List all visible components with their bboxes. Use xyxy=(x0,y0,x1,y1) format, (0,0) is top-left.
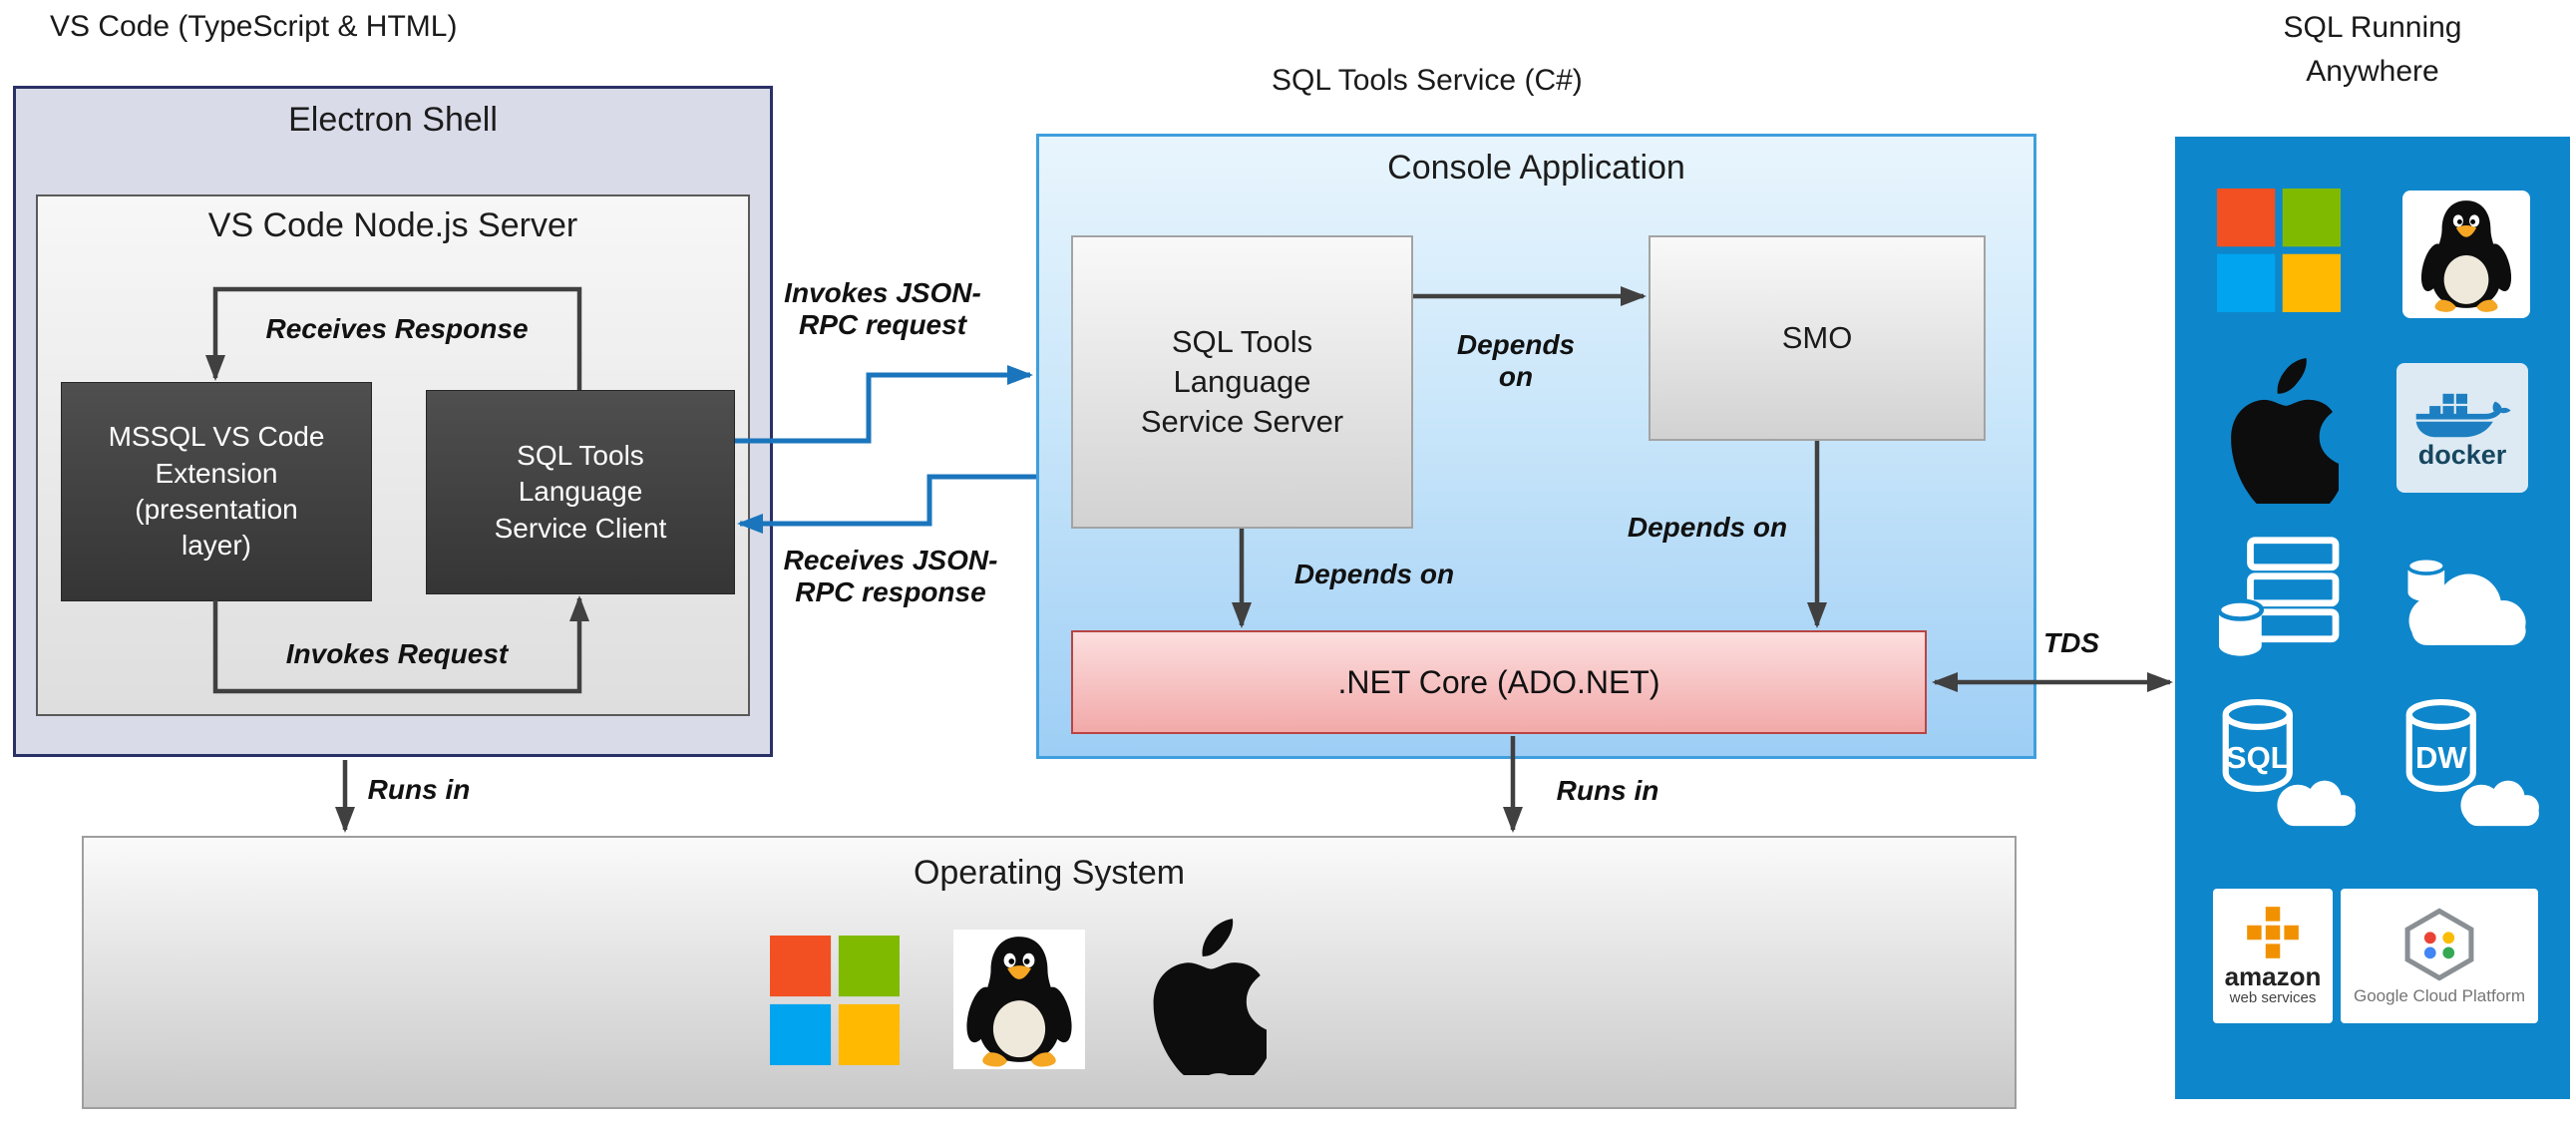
windows-logo-icon xyxy=(2217,189,2341,312)
invokes-request-label: Invokes Request xyxy=(285,638,509,669)
sql-running-anywhere-label: SQL Running Anywhere xyxy=(2283,11,2462,88)
linux-tux-icon xyxy=(2402,190,2530,318)
mssql-extension-box: MSSQL VS Code Extension (presentation la… xyxy=(61,382,372,601)
sql-tools-service-section-label: SQL Tools Service (C#) xyxy=(1272,64,1583,97)
gcp-hexagon-icon xyxy=(2404,907,2474,981)
invokes-rpc-label: Invokes JSON- RPC request xyxy=(784,277,981,340)
smo-box: SMO xyxy=(1649,235,1986,441)
apple-logo-icon xyxy=(2219,358,2339,504)
sql-database-cloud-icon: SQL xyxy=(2203,687,2358,837)
tds-label: TDS xyxy=(2043,627,2099,658)
runs-in-label-right: Runs in xyxy=(1556,775,1659,806)
operating-system-title: Operating System xyxy=(913,854,1186,892)
aws-cubes-icon xyxy=(2247,906,2299,958)
electron-shell-box: Electron Shell VS Code Node.js Server MS… xyxy=(13,86,773,757)
console-application-box: Console Application SQL Tools Language S… xyxy=(1036,134,2036,759)
linux-tux-icon xyxy=(953,930,1085,1069)
language-service-server-box: SQL Tools Language Service Server xyxy=(1071,235,1413,529)
receives-response-label: Receives Response xyxy=(265,313,529,344)
console-application-title: Console Application xyxy=(1387,149,1685,187)
aws-subtitle: web services xyxy=(2229,988,2317,1006)
apple-logo-icon xyxy=(1141,916,1267,1075)
docker-wordmark: docker xyxy=(2417,439,2507,470)
node-server-box: VS Code Node.js Server MSSQL VS Code Ext… xyxy=(36,194,750,716)
gcp-text: Google Cloud Platform xyxy=(2354,985,2525,1005)
runs-in-label-left: Runs in xyxy=(367,774,471,805)
sql-anywhere-panel: docker xyxy=(2175,137,2570,1099)
vscode-section-label: VS Code (TypeScript & HTML) xyxy=(50,10,458,43)
receives-rpc-label: Receives JSON- RPC response xyxy=(783,545,998,607)
dw-db-label: DW xyxy=(2415,740,2467,775)
operating-system-box: Operating System xyxy=(82,836,2017,1109)
electron-shell-title: Electron Shell xyxy=(288,101,498,139)
dw-database-cloud-icon: DW xyxy=(2387,687,2541,837)
sql-server-stack-icon xyxy=(2205,534,2350,668)
depends-on-label-2: Depends on xyxy=(1293,559,1455,589)
aws-name: amazon xyxy=(2224,960,2322,991)
docker-logo: docker xyxy=(2396,363,2528,493)
gcp-logo: Google Cloud Platform xyxy=(2341,889,2538,1023)
sql-db-label: SQL xyxy=(2226,740,2290,775)
node-server-title: VS Code Node.js Server xyxy=(207,206,578,244)
depends-on-label-3: Depends on xyxy=(1627,512,1788,543)
depends-on-label-1: Depends on xyxy=(1456,329,1576,392)
arrow-invokes-json-rpc xyxy=(735,365,1033,444)
cloud-database-icon xyxy=(2387,544,2541,655)
netcore-box: .NET Core (ADO.NET) xyxy=(1071,630,1927,734)
windows-logo-icon xyxy=(770,936,900,1065)
arrow-receives-json-rpc xyxy=(737,474,1036,534)
aws-logo: amazon web services xyxy=(2213,889,2333,1023)
language-service-client-box: SQL Tools Language Service Client xyxy=(426,390,735,594)
docker-whale-icon xyxy=(2415,393,2511,437)
